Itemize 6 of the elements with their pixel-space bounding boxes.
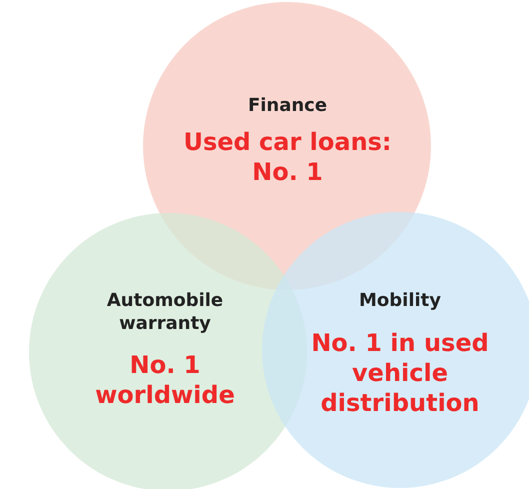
circle-highlight: No. 1 in used vehicle distribution — [310, 328, 490, 418]
circle-heading: Finance — [248, 94, 328, 118]
circle-highlight: Used car loans: No. 1 — [182, 127, 393, 188]
circle-heading: Mobility — [358, 289, 441, 312]
circle-highlight: No. 1 worldwide — [95, 350, 235, 410]
circle-heading: Automobile warranty — [106, 289, 224, 336]
